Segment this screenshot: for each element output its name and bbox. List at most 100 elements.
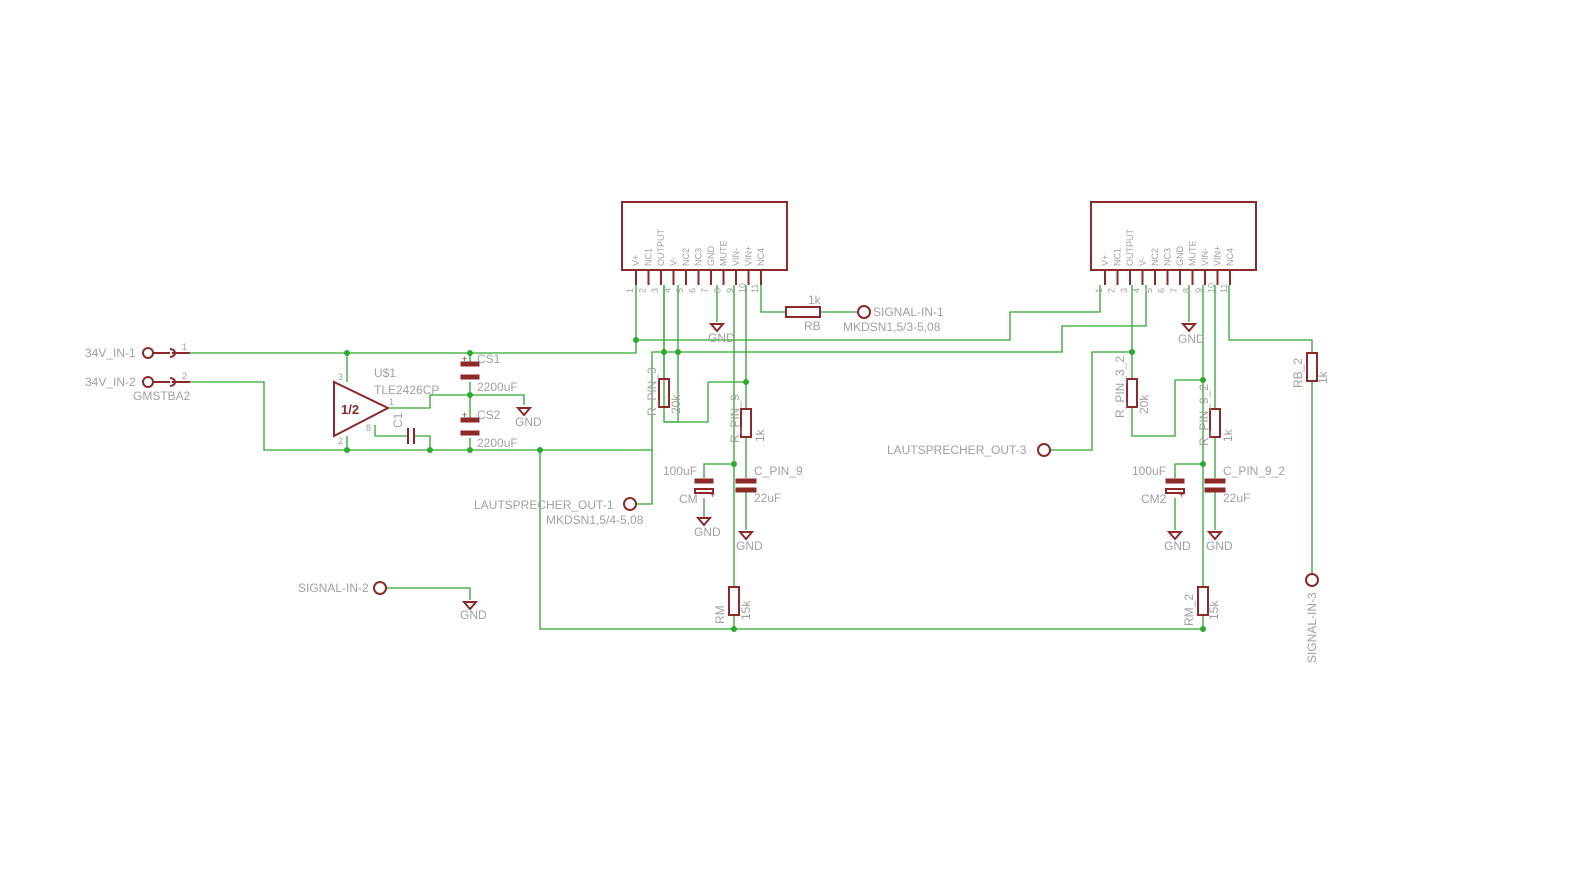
- signal-in-1-pad[interactable]: [857, 305, 871, 319]
- wire-ground-rail: [190, 351, 678, 451]
- resistor-rb-2[interactable]: RB_2 1k: [1291, 352, 1330, 388]
- ic2-pin-number: 6: [1157, 288, 1167, 293]
- terminal-34v-in-2[interactable]: [142, 376, 154, 388]
- label-34v-in-2: 34V_IN-2: [85, 375, 136, 389]
- resistor-r-pin-3-2[interactable]: R_PIN_3_2 20k: [1113, 356, 1151, 418]
- ic1-amplifier[interactable]: 1V+2NC13OUTPUT4V-5NC26NC37GND8MUTE9VIN-1…: [621, 201, 788, 294]
- ic1-body: [621, 201, 788, 271]
- lautsprecher-out-3-pad[interactable]: [1037, 443, 1051, 457]
- junction: [427, 447, 433, 453]
- resistor-rm-2[interactable]: RM_2 15k: [1182, 586, 1221, 626]
- label-c-pin-9: C_PIN_9: [754, 464, 803, 478]
- gnd-symbol-cs: GND: [515, 407, 542, 429]
- junction: [344, 447, 350, 453]
- capacitor-c-pin-9[interactable]: C_PIN_9 22uF: [735, 464, 803, 505]
- wire-cs-gnd: [470, 394, 525, 405]
- ic2-pin-name: V+: [1100, 255, 1110, 266]
- label-rb-2: RB_2: [1291, 358, 1305, 388]
- capacitor-cm2[interactable]: + 100uF CM2: [1132, 464, 1185, 506]
- capacitor-cs1[interactable]: + CS1 2200uF: [460, 352, 518, 394]
- terminal-34v-in-1[interactable]: [142, 347, 154, 359]
- resistor-r-pin-3[interactable]: R_PIN_3 20k: [645, 367, 683, 416]
- label-r-pin-3-2: R_PIN_3_2: [1113, 356, 1127, 418]
- terminal-signal-in-3[interactable]: SIGNAL-IN-3: [1305, 573, 1319, 663]
- ic2-pin-number: 10: [1207, 283, 1217, 293]
- signal-in-3-pad[interactable]: [1305, 573, 1319, 587]
- ic1-pin-number: 7: [700, 288, 710, 293]
- label-c-pin-9-2: C_PIN_9_2: [1223, 464, 1285, 478]
- label-cm-value: 100uF: [663, 464, 697, 478]
- gnd-symbol-cm: GND: [694, 517, 721, 539]
- ic2-pin-number: 7: [1169, 288, 1179, 293]
- wire-cm2-top: [1174, 463, 1203, 478]
- label-gnd: GND: [736, 539, 763, 553]
- resistor-r-pin-9-2[interactable]: R_PIN_9_2 1k: [1197, 384, 1235, 446]
- capacitor-cm[interactable]: + 100uF CM: [663, 464, 715, 506]
- junction: [344, 350, 350, 356]
- capacitor-c-pin-9-2[interactable]: C_PIN_9_2 22uF: [1204, 464, 1285, 505]
- ic2-pin-name: NC2: [1150, 248, 1160, 266]
- signal-in-2-pad[interactable]: [373, 581, 387, 595]
- wire-out1-connector: [636, 450, 653, 505]
- label-cs2: CS2: [477, 408, 501, 422]
- junction: [661, 349, 667, 355]
- label-cs1: CS1: [477, 352, 501, 366]
- u1-opamp[interactable]: 1/2 U$1 TLE2426CP 3 2 1 8: [333, 366, 439, 446]
- wire-r9-loop: [664, 382, 709, 423]
- wire-34v-rail: [190, 285, 1101, 354]
- junction: [1129, 349, 1135, 355]
- ic1-pin-number: 4: [663, 288, 673, 293]
- rm-2-body: [1197, 586, 1209, 616]
- ic1-pins: 1V+2NC13OUTPUT4V-5NC26NC37GND8MUTE9VIN-1…: [625, 229, 766, 294]
- label-gnd: GND: [708, 331, 735, 345]
- gmst-pin-number-2: 2: [182, 371, 187, 381]
- label-gmstba2: GMSTBA2: [133, 389, 191, 403]
- wire-rb: [760, 285, 785, 313]
- junction: [1200, 461, 1206, 467]
- wire-u1-out: [390, 394, 470, 409]
- wire-ic1-pin4-net: [677, 285, 1147, 353]
- terminal-signal-in-1[interactable]: SIGNAL-IN-1 MKDSN1,5/3-5,08: [843, 305, 944, 334]
- resistor-r-pin-9[interactable]: R_PIN_9 1k: [728, 394, 767, 443]
- ic1-pin-number: 9: [725, 288, 735, 293]
- cs1-plate-top: [460, 361, 480, 367]
- wire-c1: [374, 425, 408, 437]
- junction: [537, 447, 543, 453]
- junction: [467, 392, 473, 398]
- label-c-pin-9-value: 22uF: [754, 491, 781, 505]
- ic2-pin-name: GND: [1175, 246, 1185, 267]
- ic2-pin-number: 2: [1107, 288, 1117, 293]
- gnd-symbol-c9: GND: [736, 531, 763, 553]
- lautsprecher-out-1-pad[interactable]: [623, 497, 637, 511]
- ic2-pin-name: VIN+: [1213, 246, 1223, 266]
- capacitor-c1[interactable]: C1: [391, 412, 415, 444]
- cs2-plate-bottom: [460, 430, 480, 436]
- ic1-pin-name: NC4: [756, 248, 766, 266]
- connector-gmstba2[interactable]: 34V_IN-1 34V_IN-2 GMSTBA2 1 2: [85, 342, 191, 403]
- terminal-lautsprecher-out-3[interactable]: LAUTSPRECHER_OUT-3: [887, 443, 1051, 457]
- terminal-lautsprecher-out-1[interactable]: LAUTSPRECHER_OUT-1 MKDSN1,5/4-5,08: [474, 497, 644, 527]
- resistor-rb[interactable]: 1k RB: [785, 293, 822, 333]
- resistor-rm[interactable]: RM 15k: [713, 586, 753, 624]
- ic2-pin-name: NC4: [1225, 248, 1235, 266]
- label-signal-in-3: SIGNAL-IN-3: [1305, 592, 1319, 663]
- cm2-plate-top: [1165, 478, 1185, 484]
- label-r-pin-9: R_PIN_9: [728, 394, 742, 443]
- ic2-pin-number: 1: [1094, 288, 1104, 293]
- junction: [1200, 377, 1206, 383]
- capacitor-cs2[interactable]: + CS2 2200uF: [460, 408, 518, 450]
- gnd-symbol-ic2: GND: [1178, 323, 1205, 346]
- label-lautsprecher-out-3: LAUTSPRECHER_OUT-3: [887, 443, 1027, 457]
- gnd-symbol-c9-2: GND: [1206, 531, 1233, 553]
- ic1-pin-name: V+: [631, 255, 641, 266]
- ic1-pin-name: NC1: [644, 248, 654, 266]
- label-rb: RB: [804, 319, 821, 333]
- cs2-plus: +: [462, 410, 467, 420]
- label-gnd: GND: [515, 415, 542, 429]
- ic2-amplifier[interactable]: 1V+2NC13OUTPUT4V-5NC26NC37GND8MUTE9VIN-1…: [1090, 201, 1257, 293]
- label-signal-in-2: SIGNAL-IN-2: [298, 581, 369, 595]
- label-r-pin-9-2-value: 1k: [1221, 428, 1235, 442]
- cm2-plus: +: [1179, 490, 1184, 500]
- terminal-signal-in-2[interactable]: SIGNAL-IN-2: [298, 581, 387, 595]
- rb-body: [785, 306, 821, 318]
